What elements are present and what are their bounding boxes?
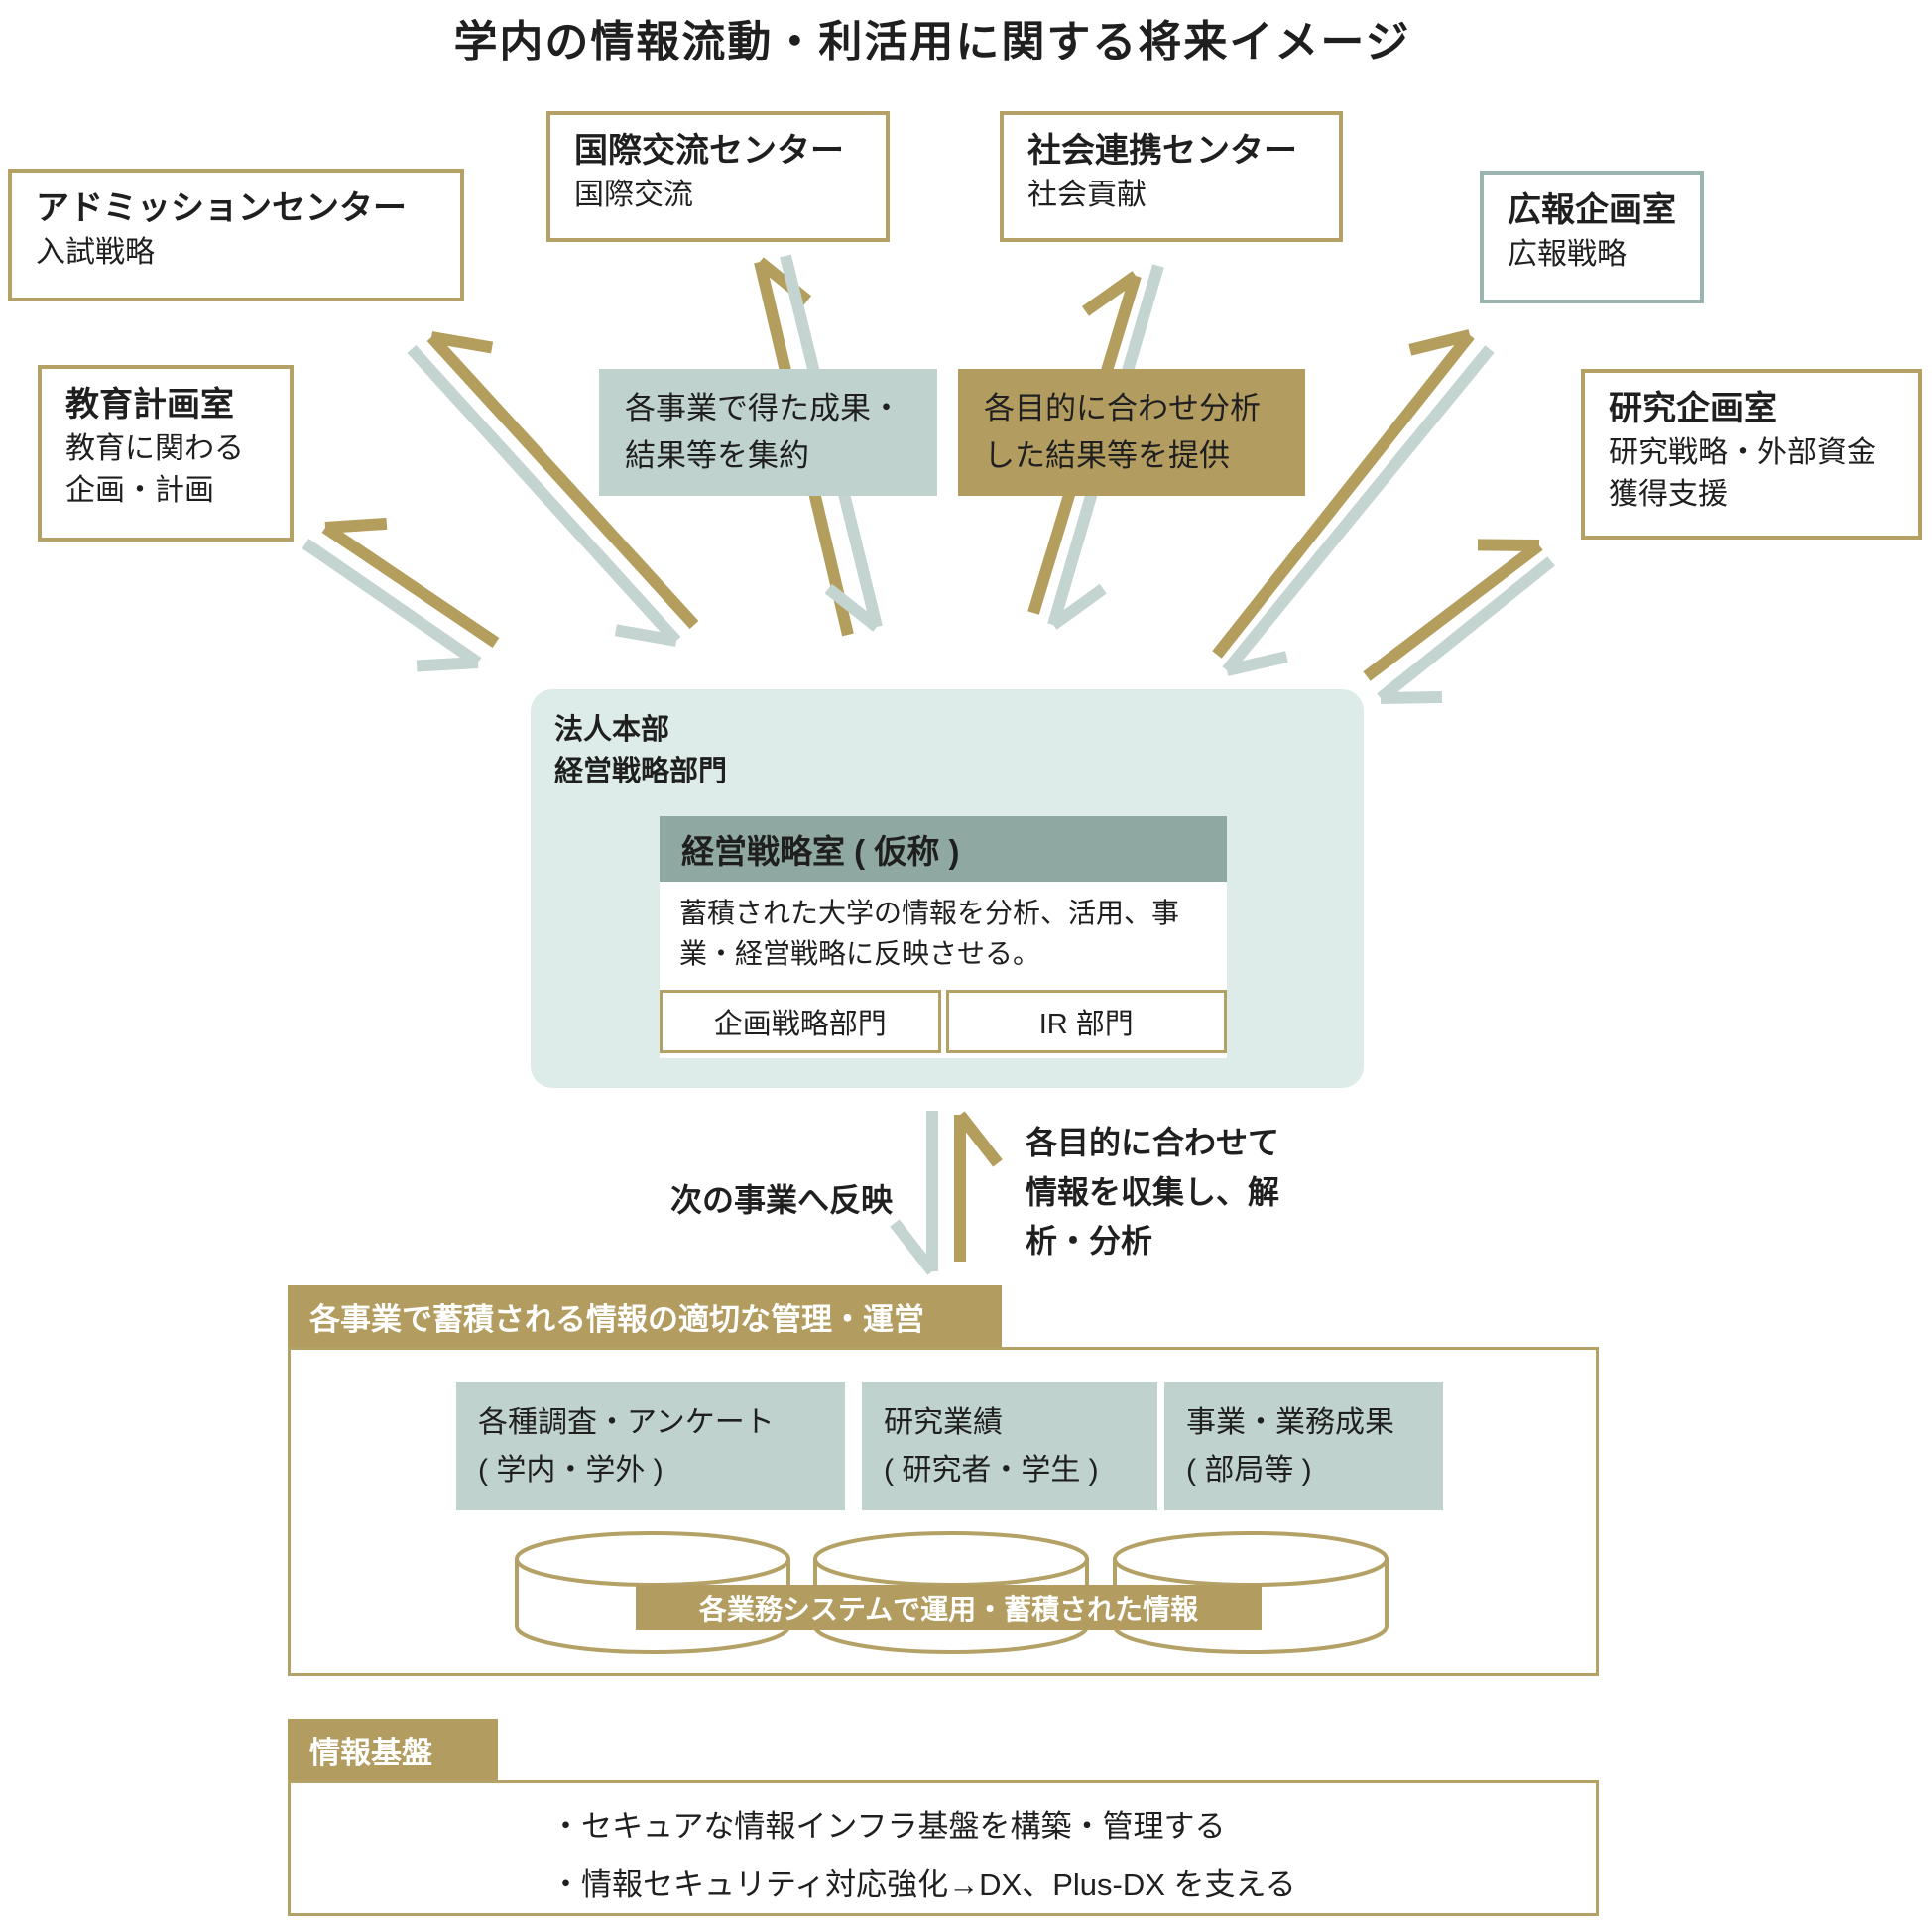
dept-box-education-planning: 教育計画室 教育に関わる 企画・計画 [38, 365, 294, 542]
dept-desc: 社会貢献 [1027, 179, 1147, 212]
label-reflect-next-business: 次の事業へ反映 [669, 1182, 893, 1218]
dept-name: 教育計画室 [65, 386, 234, 423]
management-section-header: 各事業で蓄積される情報の適切な管理・運営 [288, 1285, 1002, 1347]
strategy-office-title: 経営戦略室 ( 仮称 ) [660, 816, 1227, 882]
flow-label-provide: 各目的に合わせ分析 した結果等を提供 [958, 369, 1305, 496]
infrastructure-section-box: ・セキュアな情報インフラ基盤を構築・管理する ・情報セキュリティ対応強化→DX、… [288, 1780, 1599, 1916]
infrastructure-item: ・情報セキュリティ対応強化→DX、Plus-DX を支える [550, 1868, 1296, 1902]
infrastructure-section-header: 情報基盤 [288, 1719, 498, 1780]
dept-box-admission-center: アドミッションセンター 入試戦略 [8, 169, 464, 301]
dept-name: 研究企画室 [1609, 390, 1777, 427]
page-title: 学内の情報流動・利活用に関する将来イメージ [453, 18, 1411, 66]
dept-box-social-collaboration: 社会連携センター 社会貢献 [1000, 111, 1343, 242]
double-arrow-gold-research [1363, 539, 1543, 681]
strategy-office-box: 経営戦略室 ( 仮称 ) 蓄積された大学の情報を分析、活用、事業・経営戦略に反映… [660, 816, 1227, 1058]
corporate-hq-container: 法人本部 経営戦略部門 経営戦略室 ( 仮称 ) 蓄積された大学の情報を分析、活… [531, 689, 1364, 1088]
strategy-office-desc: 蓄積された大学の情報を分析、活用、事業・経営戦略に反映させる。 [660, 882, 1227, 990]
subunit-ir: IR 部門 [945, 990, 1227, 1053]
dept-box-international-exchange: 国際交流センター 国際交流 [546, 111, 890, 242]
database-banner: 各業務システムで運用・蓄積された情報 [636, 1585, 1262, 1630]
dept-desc: 研究戦略・外部資金 獲得支援 [1609, 436, 1876, 512]
dept-name: アドミッションセンター [36, 189, 407, 227]
strategy-office-subunits: 企画戦略部門 IR 部門 [660, 990, 1227, 1053]
dept-name: 国際交流センター [574, 132, 844, 170]
source-box-business-results: 事業・業務成果 ( 部局等 ) [1164, 1382, 1443, 1510]
double-arrow-blue-research [1377, 556, 1555, 704]
vertical-arrow-gold-up [954, 1111, 1003, 1262]
double-arrow-gold-education [321, 517, 500, 648]
source-box-research-results: 研究業績 ( 研究者・学生 ) [862, 1382, 1157, 1510]
dept-name: 社会連携センター [1027, 132, 1297, 170]
flow-label-collect: 各事業で得た成果・ 結果等を集約 [599, 369, 937, 496]
source-box-surveys: 各種調査・アンケート ( 学内・学外 ) [456, 1382, 845, 1510]
infrastructure-item: ・セキュアな情報インフラ基盤を構築・管理する [550, 1809, 1226, 1844]
dept-name: 広報企画室 [1508, 191, 1676, 229]
dept-box-public-relations: 広報企画室 広報戦略 [1480, 171, 1704, 303]
dept-box-research-planning: 研究企画室 研究戦略・外部資金 獲得支援 [1581, 369, 1922, 540]
vertical-arrow-blue-down [890, 1111, 938, 1275]
double-arrow-blue-education [302, 539, 482, 672]
dept-desc: 国際交流 [574, 179, 693, 212]
dept-desc: 広報戦略 [1508, 238, 1627, 272]
dept-desc: 入試戦略 [36, 236, 155, 270]
subunit-planning-strategy: 企画戦略部門 [660, 990, 941, 1053]
label-collect-analyze: 各目的に合わせて 情報を収集し、解 析・分析 [1026, 1125, 1280, 1260]
dept-desc: 教育に関わる 企画・計画 [65, 432, 244, 508]
corporate-hq-label: 法人本部 経営戦略部門 [554, 714, 728, 788]
